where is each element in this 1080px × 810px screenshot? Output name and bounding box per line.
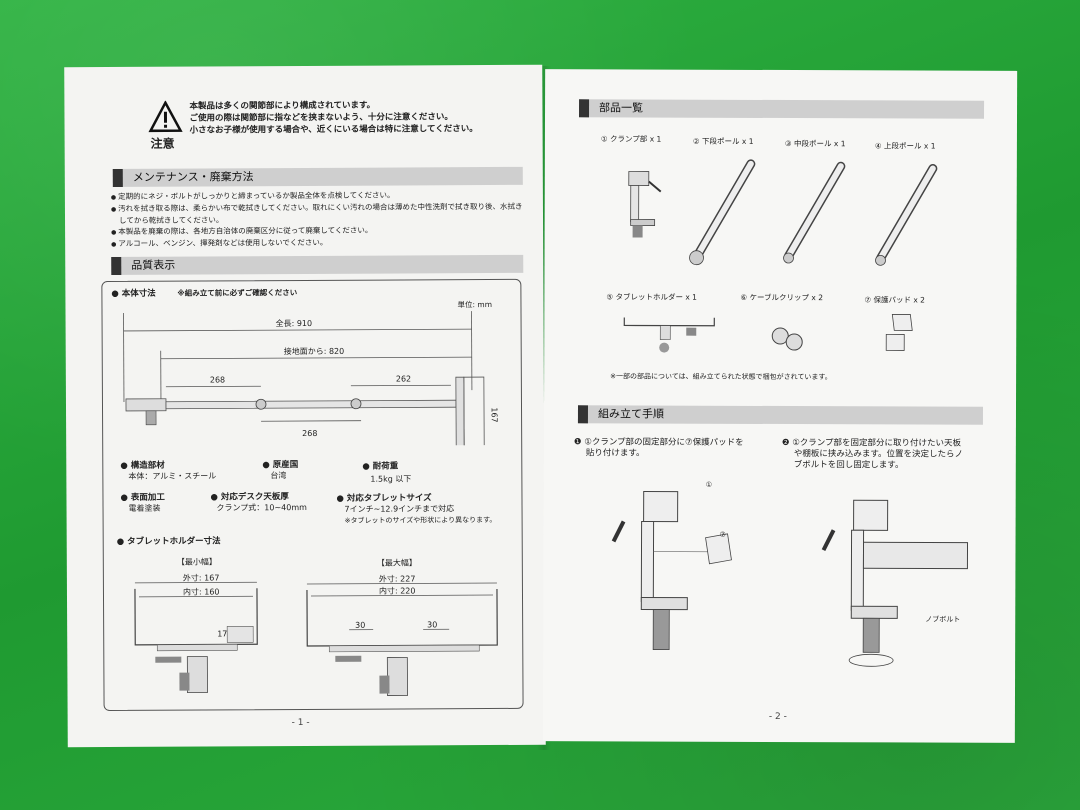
part-3-label: ③ 中段ポール x 1 [784, 139, 846, 149]
material-label: ● 構造部材 [120, 460, 165, 471]
step-2-text: ❷ ①クランプ部を固定部分に取り付けたい天板 や棚板に挟み込みます。位置を決定し… [781, 438, 964, 471]
clamp-part-image [628, 171, 662, 238]
part-2-label: ② 下段ポール x 1 [692, 136, 754, 146]
callout-7: ⑦ [719, 530, 726, 539]
body-dimension-diagram [123, 311, 485, 447]
upper-pole-image [875, 164, 938, 266]
part-4-label: ④ 上段ポール x 1 [874, 141, 936, 151]
step-1-text: ❶ ①クランプ部の固定部分に⑦保護パッドを 貼り付けます。 [573, 437, 744, 459]
load-label: ● 耐荷重 [362, 461, 399, 472]
lower-pole-image [689, 159, 756, 266]
ground-length: 接地面から: 820 [283, 346, 345, 357]
part-7-label: ⑦ 保護パッド x 2 [864, 295, 925, 305]
warning-label: 注意 [150, 136, 175, 151]
left-page: 注意 本製品は多くの関節部により構成されています。 ご使用の際は関節部に指などを… [64, 64, 546, 748]
warning-icon [148, 100, 183, 133]
tablet-size-label: ● 対応タブレットサイズ [336, 493, 432, 504]
desk-label: ● 対応デスク天板厚 [210, 492, 289, 503]
min-17: 17 [217, 629, 228, 639]
tablet-size-value: 7インチ~12.9インチまで対応 [344, 504, 455, 514]
min-inner: 内寸: 160 [182, 587, 220, 597]
max-30-left: 30 [355, 620, 366, 630]
maintenance-list: 定期的にネジ・ボルトがしっかりと締まっているか製品全体を点検してください。 汚れ… [111, 189, 531, 250]
dim-262: 262 [395, 374, 412, 384]
maintenance-header: メンテナンス・廃棄方法 [112, 166, 523, 188]
dim-167: 167 [489, 407, 499, 423]
middle-pole-image [783, 161, 846, 264]
tablet-holder-image [623, 317, 715, 353]
part-1-label: ① クランプ部 x 1 [600, 134, 662, 144]
body-dim-note: ※組み立て前に必ずご確認ください [177, 288, 298, 298]
max-30-right: 30 [427, 620, 438, 630]
max-outer: 外寸: 227 [378, 574, 416, 584]
knob-bolt-label: ノブボルト [925, 615, 961, 624]
max-inner: 内寸: 220 [378, 586, 416, 596]
callout-1: ① [705, 480, 713, 489]
part-6-label: ⑥ ケーブルクリップ x 2 [740, 292, 824, 303]
holder-dim-label: ● タブレットホルダー寸法 [116, 536, 221, 547]
origin-label: ● 原産国 [262, 460, 299, 471]
protection-pad-image [885, 313, 913, 351]
warning-text: 本製品は多くの関節部により構成されています。 ご使用の際は関節部に指などを挟まな… [189, 100, 478, 136]
max-holder-diagram [306, 582, 498, 696]
material-value: 本体：アルミ・スチール [128, 471, 217, 481]
parts-header: 部品一覧 [579, 99, 985, 119]
load-value: 1.5kg 以下 [370, 474, 412, 484]
step-2-diagram [821, 499, 969, 667]
quality-header: 品質表示 [111, 254, 524, 276]
total-length: 全長: 910 [275, 318, 313, 329]
page-number-left: - 1 - [291, 717, 310, 729]
surface-label: ● 表面加工 [120, 492, 165, 503]
cable-clip-image [771, 327, 803, 351]
origin-value: 台湾 [270, 471, 287, 481]
desk-value: クランプ式：10~40mm [216, 502, 307, 513]
tablet-size-note: ※タブレットのサイズや形状により異なります。 [344, 515, 497, 525]
surface-value: 電着塗装 [128, 503, 161, 513]
body-dim-label: ● 本体寸法 [111, 288, 156, 300]
min-holder-diagram [134, 581, 258, 694]
dim-268-top: 268 [209, 375, 226, 385]
page-number-right: - 2 - [768, 711, 787, 723]
min-outer: 外寸: 167 [182, 573, 220, 583]
step-1-diagram [611, 491, 732, 651]
parts-note: ※一部の部品については、組み立てられた状態で梱包がされています。 [610, 372, 832, 382]
dim-268-bottom: 268 [302, 428, 318, 439]
right-page: 部品一覧 ① クランプ部 x 1 ② 下段ポール x 1 ③ 中段ポール x 1… [542, 69, 1018, 743]
assembly-header: 組み立て手順 [577, 405, 983, 425]
part-5-label: ⑤ タブレットホルダー x 1 [606, 292, 697, 302]
